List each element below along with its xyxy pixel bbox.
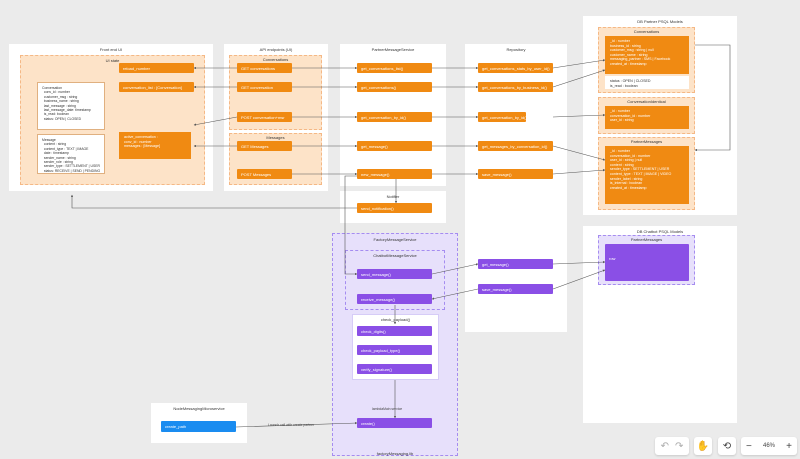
- node-title: NodeMessagingMicroservice: [173, 406, 225, 411]
- lambda-service-label: lambdaMain service: [372, 407, 403, 411]
- check-payload-type-button[interactable]: check_payload_type(): [357, 345, 432, 355]
- identities-model-title: ConversationIdentical: [627, 99, 666, 104]
- models-title: DB Partner PSQL Models: [637, 19, 683, 24]
- post-conversation-endpoint[interactable]: POST conversation+msr: [237, 112, 292, 122]
- conversation-list-button[interactable]: conversation_list : [Conversation]: [119, 82, 194, 92]
- conversation-struct-note: Conversation conv_id : number customer_m…: [37, 82, 105, 130]
- factory-inner-title: ChatbotMessageService: [373, 253, 417, 258]
- repo-save-message[interactable]: save_message(): [478, 169, 553, 179]
- svc-get-message[interactable]: get_message(): [357, 141, 432, 151]
- repo-conversation-by-id[interactable]: get_conversation_by_id(): [478, 112, 526, 122]
- zoom-control: − 46% +: [741, 437, 797, 455]
- repo-messages-by-conversation[interactable]: get_messages_by_conversation_id(): [478, 141, 553, 151]
- get-conversations-endpoint[interactable]: GET conversations: [237, 63, 292, 73]
- zoom-in-icon[interactable]: +: [786, 440, 792, 452]
- check-payload-title: check_payload(): [380, 317, 411, 322]
- factory-footer-title: factoryMessaging.lib: [376, 451, 414, 456]
- conversations-model-extra: status : OPEN | CLOSED is_read : boolean: [605, 76, 689, 89]
- repo-get-message-chatbot[interactable]: get_message(): [478, 259, 553, 269]
- launch-edge-label: Launch call with create partner: [268, 423, 315, 427]
- front-end-title: Front end UI: [99, 47, 123, 52]
- factory-service-title: FactoryMessageService: [373, 237, 417, 242]
- active-conversation-block[interactable]: active_conversation : conv_id : number m…: [119, 132, 191, 159]
- undo-redo-group: ↶ ↷: [655, 437, 689, 455]
- factory-send-message[interactable]: send_message(): [357, 269, 432, 279]
- factory-receive-message[interactable]: receive_message(): [357, 294, 432, 304]
- verify-signature-button[interactable]: verify_signature(): [357, 364, 432, 374]
- get-messages-endpoint[interactable]: GET Messages: [237, 141, 292, 151]
- redo-icon[interactable]: ↷: [675, 440, 684, 452]
- messages-zone-title: Messages: [266, 135, 285, 140]
- conversations-model-fields: _id : number business_id : string custom…: [605, 36, 689, 74]
- chatbot-models-title: DB Chatbot PSQL Models: [636, 229, 684, 234]
- history-icon[interactable]: ⟲: [718, 437, 736, 455]
- message-struct-note: Message content : string content_type : …: [37, 134, 105, 174]
- repo-save-message-chatbot[interactable]: save_message(): [478, 284, 553, 294]
- ui-state-title: UI state: [105, 58, 120, 63]
- svc-get-conversations[interactable]: get_conversations(): [357, 82, 432, 92]
- svc-new-message[interactable]: new_message(): [357, 169, 432, 179]
- conversations-zone-title: Conversations: [262, 57, 289, 62]
- repo-conversations-by-user[interactable]: get_conversations_stats_by_user_id(): [478, 63, 553, 73]
- chatbot-row[interactable]: row: [605, 244, 689, 281]
- svc-get-conversations-list[interactable]: get_conversations_list(): [357, 63, 432, 73]
- zoom-out-icon[interactable]: −: [746, 440, 752, 452]
- svc-get-conversation-by-id[interactable]: get_conversation_by_id(): [357, 112, 432, 122]
- repo-conversations-by-business[interactable]: get_conversations_by_business_id(): [478, 82, 553, 92]
- partner-messages-model-title: PartnerMessages: [630, 139, 663, 144]
- hand-tool-icon[interactable]: ✋: [694, 437, 712, 455]
- reload-number-button[interactable]: reload_number: [119, 63, 194, 73]
- identities-model-fields: _id : number conversation_id : number us…: [605, 106, 689, 129]
- create-button[interactable]: create(): [357, 418, 432, 428]
- send-notification-button[interactable]: send_notification(): [357, 203, 432, 213]
- get-conversation-endpoint[interactable]: GET conversation: [237, 82, 292, 92]
- chatbot-messages-title: PartnerMessages: [630, 237, 663, 242]
- conversations-model-title: Conversations: [633, 29, 660, 34]
- undo-icon[interactable]: ↶: [660, 440, 669, 452]
- zoom-level: 46%: [762, 443, 775, 449]
- check-digits-button[interactable]: check_digits(): [357, 326, 432, 336]
- endpoints-title: API endpoints (UI): [259, 47, 293, 52]
- post-messages-endpoint[interactable]: POST Messages: [237, 169, 292, 179]
- notifier-title: Notifier: [386, 194, 400, 199]
- partner-messages-model-fields: _id : number conversation_id : number us…: [605, 146, 689, 204]
- node-create-path[interactable]: create_path: [161, 421, 236, 432]
- service-title: PartnerMessageService: [371, 47, 415, 52]
- repository-title: Repository: [506, 47, 526, 52]
